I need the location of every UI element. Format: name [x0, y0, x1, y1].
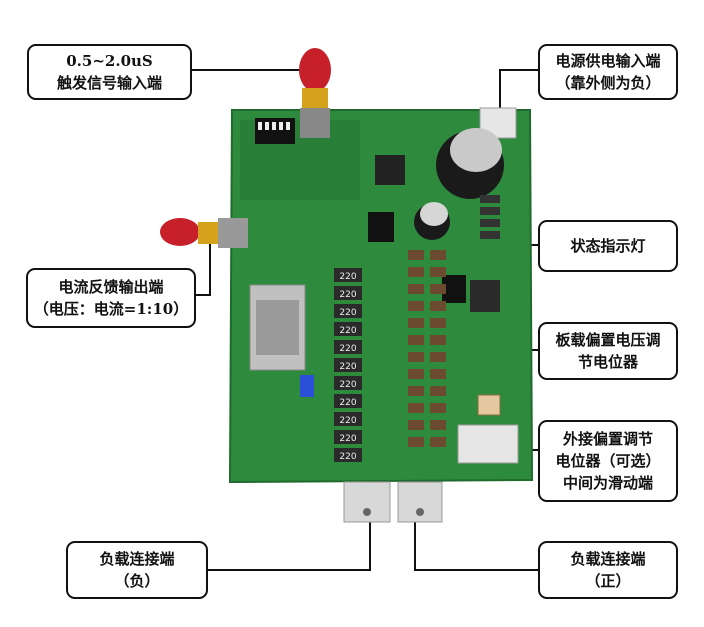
smd-capacitor	[430, 403, 446, 413]
sma-connector-left	[160, 218, 200, 246]
callout-power-line1: 电源供电输入端	[555, 52, 661, 70]
smd-resistor	[334, 268, 362, 282]
smd-resistor	[334, 412, 362, 426]
callout-load-positive: 负载连接端 （正）	[538, 541, 678, 599]
callout-trigger-input: 0.5~2.0uS 触发信号输入端	[27, 44, 192, 100]
smd-capacitor	[408, 267, 424, 277]
callout-current-feedback: 电流反馈输出端 （电压：电流=1:10）	[26, 268, 196, 328]
smd-capacitor	[408, 318, 424, 328]
smd-resistor	[334, 358, 362, 372]
callout-external-line1: 外接偏置调节	[562, 430, 653, 448]
smd-capacitor	[430, 420, 446, 430]
resistor-label: 220	[339, 344, 356, 354]
smd-capacitor	[408, 250, 424, 260]
callout-trigger-line1: 0.5~2.0uS	[66, 52, 153, 70]
callout-external-bias: 外接偏置调节 电位器（可选） 中间为滑动端	[538, 420, 678, 502]
callout-trigger-line2: 触发信号输入端	[56, 74, 162, 92]
callout-status-led: 状态指示灯	[538, 220, 678, 272]
callout-current-line2: （电压：电流=1:10）	[33, 300, 189, 318]
resistor-label: 220	[339, 290, 356, 300]
smd-capacitor	[408, 420, 424, 430]
onboard-potentiometer	[477, 394, 501, 416]
resistor-label: 220	[339, 398, 356, 408]
resistor-label: 220	[339, 326, 356, 336]
smd-resistor	[334, 394, 362, 408]
smd-capacitor	[430, 301, 446, 311]
smd-resistor	[334, 376, 362, 390]
callout-external-line2: 电位器（可选）	[555, 452, 661, 470]
power-connector	[479, 107, 517, 139]
callout-load-neg-line2: （负）	[114, 572, 160, 590]
resistor-label: 220	[339, 452, 356, 462]
resistor-label: 220	[339, 308, 356, 318]
smd-capacitor	[430, 318, 446, 328]
pcb-board: 220 220 220 220 220 220 220 220 220 220 220	[160, 48, 534, 523]
smd-capacitor	[408, 335, 424, 345]
smd-capacitor	[430, 437, 446, 447]
smd-capacitor	[430, 386, 446, 396]
load-terminal-positive	[397, 481, 443, 523]
smd-capacitor	[430, 369, 446, 379]
callout-power-line2: （靠外侧为负）	[555, 74, 661, 92]
smd-capacitor	[430, 284, 446, 294]
smd-capacitor	[408, 403, 424, 413]
callout-status-line1: 状态指示灯	[570, 237, 646, 255]
callout-load-pos-line2: （正）	[585, 572, 631, 590]
smd-resistor	[334, 286, 362, 300]
smd-capacitor	[408, 437, 424, 447]
smd-capacitor	[430, 250, 446, 260]
smd-capacitor	[430, 267, 446, 277]
resistor-label: 220	[339, 380, 356, 390]
smd-capacitor	[408, 352, 424, 362]
smd-resistor	[334, 340, 362, 354]
smd-capacitor	[408, 369, 424, 379]
callout-load-neg-line1: 负载连接端	[99, 550, 175, 568]
callout-load-negative: 负载连接端 （负）	[66, 541, 208, 599]
smd-resistor	[334, 304, 362, 318]
smd-capacitor	[408, 284, 424, 294]
resistor-label: 220	[339, 434, 356, 444]
callout-external-line3: 中间为滑动端	[562, 474, 653, 492]
sma-connector-top	[299, 48, 331, 92]
resistor-label: 220	[339, 416, 356, 426]
smd-resistor	[334, 448, 362, 462]
callout-load-pos-line1: 负载连接端	[570, 550, 646, 568]
smd-capacitor	[430, 352, 446, 362]
callout-power-input: 电源供电输入端 （靠外侧为负）	[538, 44, 678, 100]
external-pot-connector	[457, 424, 519, 464]
resistor-label: 220	[339, 272, 356, 282]
smd-capacitor	[408, 301, 424, 311]
resistor-label: 220	[339, 362, 356, 372]
callout-current-line1: 电流反馈输出端	[58, 278, 164, 296]
callout-onboard-bias: 板载偏置电压调 节电位器	[538, 322, 678, 380]
smd-capacitor	[430, 335, 446, 345]
callout-onboard-line1: 板载偏置电压调	[555, 331, 661, 349]
smd-resistor	[334, 322, 362, 336]
smd-capacitor	[408, 386, 424, 396]
callout-onboard-line2: 节电位器	[577, 353, 638, 371]
smd-resistor	[334, 430, 362, 444]
